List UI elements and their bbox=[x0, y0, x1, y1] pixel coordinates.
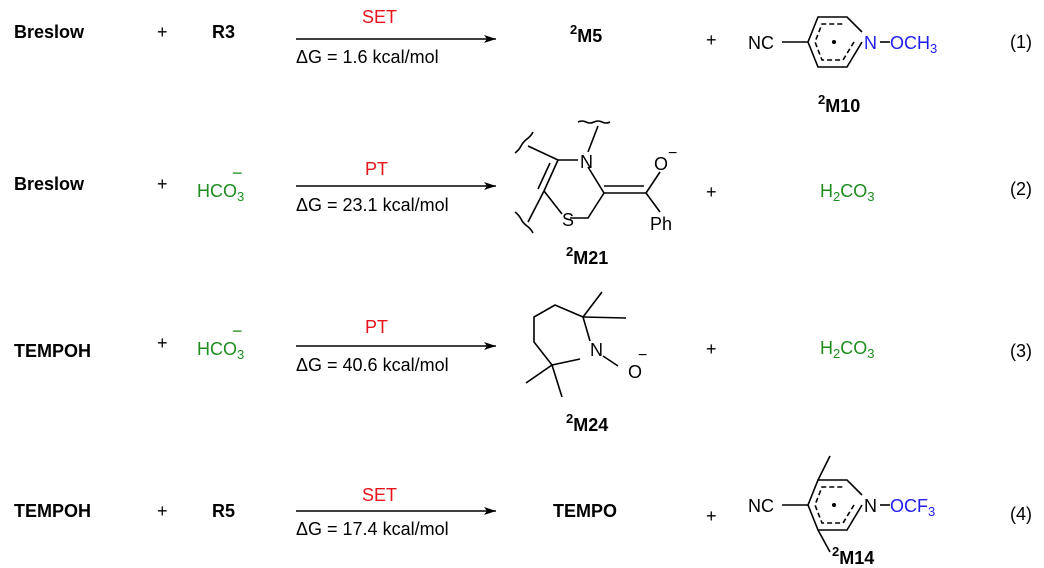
backbone-bond bbox=[527, 145, 559, 161]
bicarbonate-charge: − bbox=[232, 163, 243, 183]
n-o-bond bbox=[602, 355, 619, 367]
pyridinyl-radical-m10: N bbox=[782, 16, 890, 68]
phenyl-group: Ph bbox=[650, 214, 672, 234]
delta-g-value: ΔG = 40.6 kcal/mol bbox=[296, 355, 449, 375]
enolate-oxygen: O bbox=[654, 154, 668, 174]
delocalization-dashes bbox=[814, 23, 855, 61]
methyl-bond bbox=[525, 364, 553, 384]
nitroxide-oxygen: O bbox=[628, 362, 642, 382]
c-ph-bond bbox=[645, 192, 661, 213]
reactant-breslow: Breslow bbox=[14, 174, 85, 194]
label-m14: 2M14 bbox=[832, 544, 875, 568]
equation-number: (1) bbox=[1010, 32, 1032, 52]
plus-sign: + bbox=[157, 501, 168, 521]
radical-dot bbox=[832, 503, 836, 507]
methyl-bond bbox=[582, 291, 603, 318]
och3-substituent: OCH3 bbox=[890, 33, 938, 56]
nc-substituent: NC bbox=[748, 496, 774, 516]
thiazole-sulfur: S bbox=[562, 210, 574, 230]
piperidine-nitrogen: N bbox=[590, 340, 603, 360]
piperidine-ring bbox=[533, 304, 591, 366]
ring-nitrogen: N bbox=[864, 496, 877, 516]
radical-dot bbox=[832, 40, 836, 44]
bicarbonate-charge: − bbox=[232, 321, 243, 341]
delocalization-dashes bbox=[814, 486, 855, 524]
equation-number: (4) bbox=[1010, 504, 1032, 524]
equation-number: (3) bbox=[1010, 341, 1032, 361]
tempo-anion-m24: N O − bbox=[525, 291, 647, 398]
delta-g-value: ΔG = 23.1 kcal/mol bbox=[296, 195, 449, 215]
plus-sign: + bbox=[706, 339, 717, 359]
product-tempo: TEMPO bbox=[553, 501, 618, 521]
plus-sign: + bbox=[706, 506, 717, 526]
reactant-tempoh: TEMPOH bbox=[14, 341, 92, 361]
c4-c5-double bbox=[537, 162, 551, 190]
wavy-truncation bbox=[577, 120, 611, 124]
methyl-bond bbox=[582, 316, 627, 319]
product-m5: 2M5 bbox=[570, 22, 603, 46]
c-o-bond bbox=[645, 171, 661, 194]
thiazole-nitrogen: N bbox=[580, 152, 593, 172]
methyl-bond bbox=[817, 529, 831, 553]
label-m10: 2M10 bbox=[818, 92, 861, 116]
plus-sign: + bbox=[157, 333, 168, 353]
equation-number: (2) bbox=[1010, 179, 1032, 199]
c4-c5-double bbox=[543, 159, 559, 192]
pyridine-ring bbox=[807, 479, 863, 531]
carbonic-acid: H2CO3 bbox=[820, 338, 875, 361]
delta-g-value: ΔG = 1.6 kcal/mol bbox=[296, 47, 439, 67]
thiazole-enolate-m21: N S O − Ph bbox=[514, 120, 677, 234]
plus-sign: + bbox=[157, 22, 168, 42]
arrow-label-pt: PT bbox=[365, 159, 389, 179]
methyl-bond bbox=[551, 364, 563, 398]
wavy-truncation bbox=[514, 211, 534, 234]
thiazole-ring bbox=[543, 190, 563, 215]
bicarbonate: HCO3 bbox=[197, 339, 245, 362]
pyridine-ring bbox=[807, 16, 863, 68]
plus-sign: + bbox=[157, 174, 168, 194]
ring-nitrogen: N bbox=[864, 33, 877, 53]
plus-sign: + bbox=[706, 182, 717, 202]
nitroxide-charge: − bbox=[638, 347, 647, 364]
arrow-label-set: SET bbox=[362, 485, 398, 505]
delta-g-value: ΔG = 17.4 kcal/mol bbox=[296, 519, 449, 539]
nc-substituent: NC bbox=[748, 33, 774, 53]
bicarbonate: HCO3 bbox=[197, 181, 245, 204]
thiazole-ring bbox=[570, 166, 605, 219]
label-m21: 2M21 bbox=[566, 244, 609, 268]
pyridinyl-radical-m14: N bbox=[782, 455, 890, 553]
methyl-bond bbox=[817, 455, 831, 481]
label-m24: 2M24 bbox=[566, 411, 609, 435]
arrow-label-set: SET bbox=[362, 7, 398, 27]
plus-sign: + bbox=[706, 30, 717, 50]
wavy-truncation bbox=[514, 131, 534, 154]
carbonic-acid: H2CO3 bbox=[820, 181, 875, 204]
backbone-bond bbox=[527, 190, 545, 223]
reactant-tempoh: TEMPOH bbox=[14, 501, 92, 521]
reactant-r3: R3 bbox=[212, 22, 236, 42]
enolate-charge: − bbox=[668, 145, 677, 162]
arrow-label-pt: PT bbox=[365, 317, 389, 337]
reactant-breslow: Breslow bbox=[14, 22, 85, 42]
n-substituent-bond bbox=[587, 125, 599, 153]
reactant-r5: R5 bbox=[212, 501, 236, 521]
ocf3-substituent: OCF3 bbox=[890, 496, 936, 519]
